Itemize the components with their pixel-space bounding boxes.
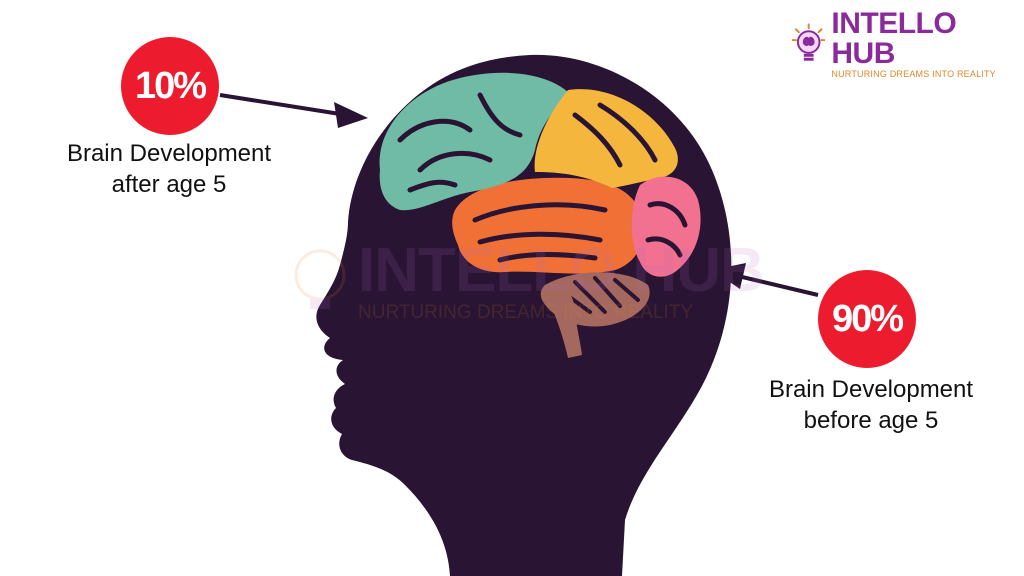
percent-badge-after: 10% xyxy=(121,37,219,135)
brand-tagline: NURTURING DREAMS INTO REALITY xyxy=(831,68,996,79)
caption-before-age-5: Brain Development before age 5 xyxy=(746,374,996,436)
caption-before-line2: before age 5 xyxy=(803,407,939,434)
watermark-lightbulb-icon xyxy=(294,249,346,309)
brain-stem xyxy=(546,284,582,358)
caption-after-line1: Brain Development xyxy=(66,140,272,167)
cerebellum-folds xyxy=(558,276,640,314)
brand-logo: INTELLO HUB NURTURING DREAMS INTO REALIT… xyxy=(792,8,1024,79)
brand-name: INTELLO HUB xyxy=(831,6,957,70)
caption-before-line1: Brain Development xyxy=(768,376,974,403)
parietal-lobe-folds xyxy=(572,102,658,168)
caption-after-age-5: Brain Development after age 5 xyxy=(44,138,294,200)
frontal-lobe xyxy=(379,72,568,211)
parietal-lobe xyxy=(534,89,678,188)
watermark: INTELLO HUB NURTURING DREAMS INTO REALIT… xyxy=(290,236,765,324)
temporal-lobe-folds xyxy=(472,202,608,263)
occipital-lobe xyxy=(631,176,701,277)
watermark-tagline: NURTURING DREAMS INTO REALITY xyxy=(358,302,694,323)
caption-after-line2: after age 5 xyxy=(111,171,227,198)
arrow-to-occipital-lobe xyxy=(712,263,819,297)
watermark-name: INTELLO HUB xyxy=(358,236,765,305)
percent-badge-before: 90% xyxy=(818,270,916,368)
occipital-lobe-folds xyxy=(645,201,688,258)
arrow-to-frontal-lobe xyxy=(219,93,368,128)
frontal-lobe-folds xyxy=(397,92,523,193)
temporal-lobe xyxy=(452,177,644,274)
lightbulb-brain-icon xyxy=(792,23,826,61)
